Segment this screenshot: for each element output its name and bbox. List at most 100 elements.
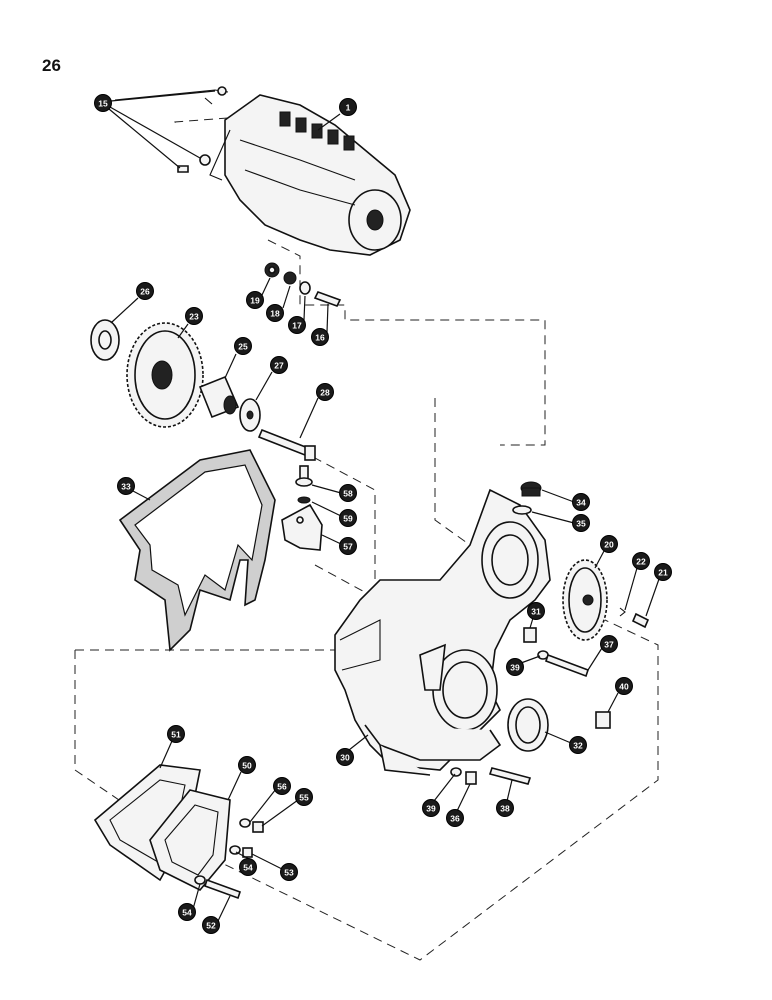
callout-circle <box>117 477 135 495</box>
mounting-bracket <box>281 465 323 551</box>
callout-31: 31 <box>527 602 545 620</box>
callout-circle <box>280 863 298 881</box>
callout-label: 34 <box>576 498 586 508</box>
callout-circle <box>632 552 650 570</box>
callout-circle <box>239 858 257 876</box>
callout-circle <box>654 563 672 581</box>
callout-circle <box>234 337 252 355</box>
callout-label: 51 <box>171 730 181 740</box>
callout-label: 31 <box>531 607 541 617</box>
callout-label: 57 <box>343 542 353 552</box>
pump-drive-gear <box>562 559 650 641</box>
callout-label: 17 <box>292 321 302 331</box>
callout-52: 52 <box>202 916 220 934</box>
callout-1: 1 <box>339 98 357 116</box>
callout-39: 39 <box>422 799 440 817</box>
callout-circle <box>496 799 514 817</box>
callout-16: 16 <box>311 328 329 346</box>
callout-50: 50 <box>238 756 256 774</box>
callout-label: 50 <box>242 761 252 771</box>
callout-circle <box>422 799 440 817</box>
callout-circle <box>167 725 185 743</box>
callout-circle <box>572 514 590 532</box>
injection-pump <box>209 94 411 256</box>
callout-40: 40 <box>615 677 633 695</box>
callout-17: 17 <box>288 316 306 334</box>
callout-18: 18 <box>266 304 284 322</box>
callout-57: 57 <box>339 537 357 555</box>
callout-label: 59 <box>343 514 353 524</box>
callout-label: 54 <box>182 908 192 918</box>
callout-20: 20 <box>600 535 618 553</box>
callout-label: 33 <box>121 482 131 492</box>
callout-55: 55 <box>295 788 313 806</box>
callout-label: 53 <box>284 868 294 878</box>
callout-circle <box>273 777 291 795</box>
callout-circle <box>615 677 633 695</box>
pump-fasteners <box>264 262 342 307</box>
timing-gear-housing <box>334 488 551 776</box>
callout-54: 54 <box>239 858 257 876</box>
callout-label: 20 <box>604 540 614 550</box>
callout-54: 54 <box>178 903 196 921</box>
callout-label: 36 <box>450 814 460 824</box>
callout-circle <box>238 756 256 774</box>
callout-label: 21 <box>658 568 668 578</box>
idler-gear-assembly <box>90 319 316 461</box>
callout-35: 35 <box>572 514 590 532</box>
callout-circle <box>266 304 284 322</box>
callout-circle <box>339 98 357 116</box>
callout-23: 23 <box>185 307 203 325</box>
callout-58: 58 <box>339 484 357 502</box>
callout-layer: 1151918171626232527283358595734352022213… <box>94 94 672 934</box>
callout-circle <box>339 537 357 555</box>
callout-32: 32 <box>569 736 587 754</box>
callout-label: 15 <box>98 99 108 109</box>
callout-circle <box>178 903 196 921</box>
callout-21: 21 <box>654 563 672 581</box>
callout-circle <box>295 788 313 806</box>
callout-label: 1 <box>346 103 351 113</box>
page-number: 26 <box>42 56 61 75</box>
cover-plates <box>93 764 264 900</box>
callout-label: 30 <box>340 753 350 763</box>
callout-label: 32 <box>573 741 583 751</box>
callout-label: 19 <box>250 296 260 306</box>
callout-circle <box>316 383 334 401</box>
callout-label: 56 <box>277 782 287 792</box>
callout-circle <box>202 916 220 934</box>
callout-label: 35 <box>576 519 586 529</box>
callout-56: 56 <box>273 777 291 795</box>
callout-label: 40 <box>619 682 629 692</box>
callout-39: 39 <box>506 658 524 676</box>
callout-circle <box>572 493 590 511</box>
callout-34: 34 <box>572 493 590 511</box>
callout-label: 18 <box>270 309 280 319</box>
callout-circle <box>288 316 306 334</box>
callout-circle <box>569 736 587 754</box>
callout-53: 53 <box>280 863 298 881</box>
callout-label: 39 <box>510 663 520 673</box>
callout-33: 33 <box>117 477 135 495</box>
callout-circle <box>136 282 154 300</box>
callout-label: 25 <box>238 342 248 352</box>
housing-fasteners-lower <box>450 767 532 785</box>
callout-circle <box>600 635 618 653</box>
callout-38: 38 <box>496 799 514 817</box>
callout-19: 19 <box>246 291 264 309</box>
callout-circle <box>446 809 464 827</box>
callout-25: 25 <box>234 337 252 355</box>
callout-circle <box>246 291 264 309</box>
callout-circle <box>506 658 524 676</box>
callout-label: 16 <box>315 333 325 343</box>
callout-22: 22 <box>632 552 650 570</box>
callout-36: 36 <box>446 809 464 827</box>
callout-circle <box>339 484 357 502</box>
callout-label: 28 <box>320 388 330 398</box>
callout-51: 51 <box>167 725 185 743</box>
callout-circle <box>185 307 203 325</box>
callout-label: 38 <box>500 804 510 814</box>
housing-fasteners-right <box>507 627 611 752</box>
callout-circle <box>600 535 618 553</box>
